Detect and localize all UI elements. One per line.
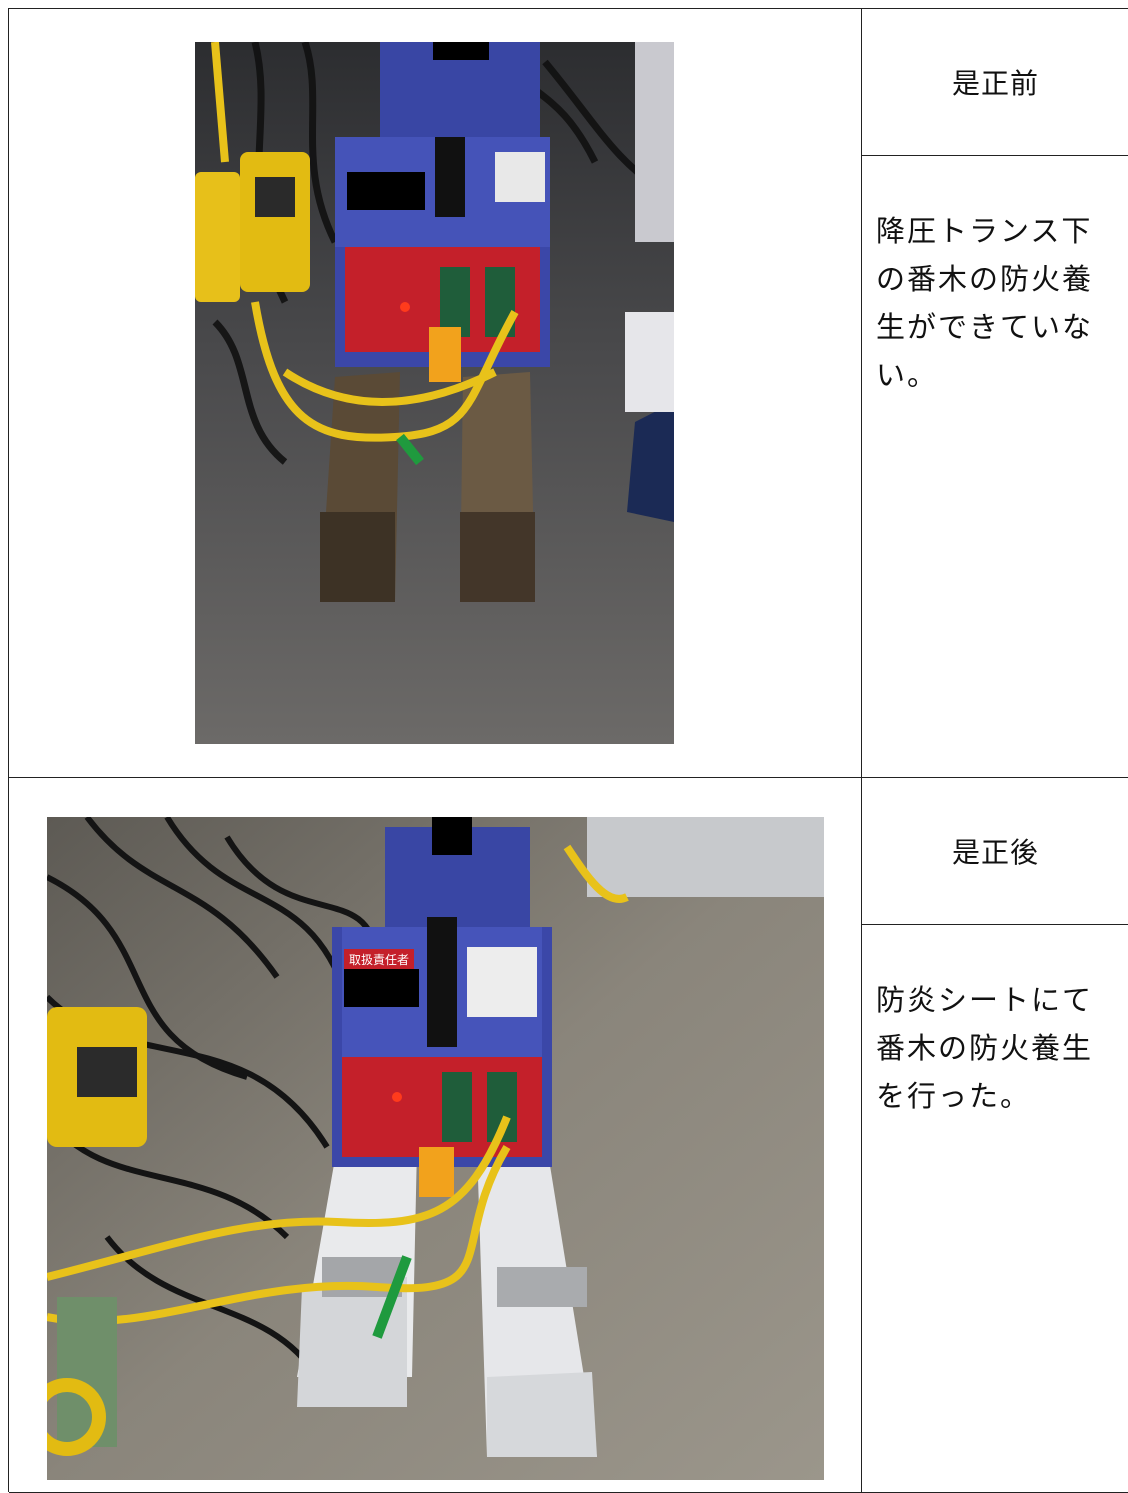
side-panel-before: 是正前 降圧トランス下の番木の防火養生ができていない。 <box>862 9 1128 777</box>
status-label-before: 是正前 <box>862 9 1128 156</box>
responsible-sign-text: 取扱責任者 <box>349 953 409 967</box>
photo-cell-after: 取扱責任者 <box>9 778 862 1492</box>
photo-cell-before <box>9 9 862 777</box>
after-photo: 取扱責任者 <box>47 817 824 1480</box>
side-panel-after: 是正後 防炎シートにて番木の防火養生を行った。 <box>862 778 1128 1492</box>
report-table: 是正前 降圧トランス下の番木の防火養生ができていない。 <box>8 8 1128 1493</box>
status-label-after: 是正後 <box>862 778 1128 925</box>
description-before: 降圧トランス下の番木の防火養生ができていない。 <box>876 214 1094 392</box>
wooden-block-right <box>460 372 535 602</box>
wooden-block-left <box>320 372 400 602</box>
table-row-after: 取扱責任者 <box>9 778 1128 1493</box>
table-row-before: 是正前 降圧トランス下の番木の防火養生ができていない。 <box>9 9 1128 778</box>
description-after: 防炎シートにて番木の防火養生を行った。 <box>876 983 1094 1113</box>
before-photo <box>195 42 674 744</box>
